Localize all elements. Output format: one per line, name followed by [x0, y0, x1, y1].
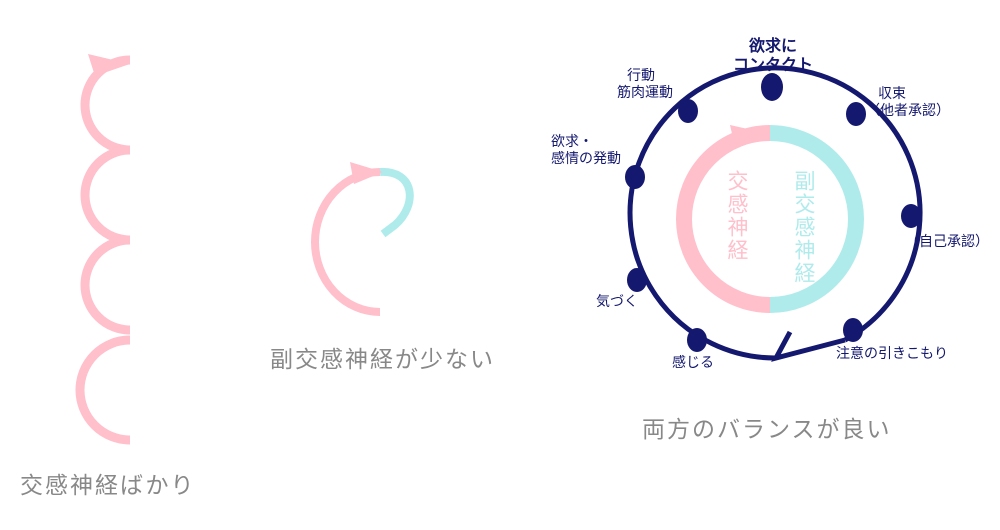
stage-action-line1: 行動: [627, 68, 655, 84]
marker-self-approval: [901, 204, 921, 228]
stage-action-line2: 筋肉運動: [617, 85, 673, 101]
stage-desire-line1: 欲求・: [551, 134, 593, 150]
stage-convergence-line1: 収束: [878, 86, 906, 102]
arrowhead-left: [88, 54, 130, 76]
marker-notice: [627, 268, 647, 292]
cycle-ring-tail: [771, 330, 846, 362]
sympathetic-half: [676, 125, 771, 313]
stage-withdrawal: 注意の引きこもり: [836, 346, 948, 362]
stage-notice: 気づく: [596, 294, 638, 310]
sympathetic-arc: [311, 168, 381, 316]
parasympathetic-label: 副交感神経: [792, 170, 816, 285]
arc-4: [75, 335, 131, 445]
stage-feel: 感じる: [672, 355, 714, 371]
stage-action: 行動 筋肉運動: [617, 68, 673, 102]
caption-balanced: 両方のバランスが良い: [642, 417, 892, 443]
stage-convergence: 収束 （他者承認）: [866, 86, 950, 120]
parasympathetic-arc: [379, 167, 414, 238]
low-parasympathetic-spiral: [311, 167, 414, 316]
caption-sympathetic-only: 交感神経ばかり: [20, 473, 196, 499]
sympathetic-only-spiral: [75, 55, 131, 445]
cycle-ring: [627, 65, 923, 361]
parasympathetic-half: [769, 125, 864, 313]
arc-1: [80, 55, 131, 155]
caption-low-parasympathetic: 副交感神経が少ない: [270, 347, 495, 373]
stage-contact-line2: コンタクト: [732, 55, 813, 74]
stage-markers: [625, 73, 921, 352]
marker-feel: [687, 328, 707, 352]
marker-desire: [625, 165, 645, 189]
stage-contact-line1: 欲求に: [748, 36, 797, 55]
stage-desire: 欲求・ 感情の発動: [551, 134, 621, 168]
marker-action: [678, 99, 698, 123]
marker-withdrawal: [843, 318, 863, 342]
stage-convergence-line2: （他者承認）: [866, 103, 950, 119]
inner-arrowhead: [730, 125, 770, 147]
arc-2: [80, 145, 131, 245]
sympathetic-label: 交感神経: [725, 170, 749, 262]
marker-convergence: [846, 102, 866, 126]
stage-contact: 欲求に コンタクト: [718, 36, 828, 74]
marker-contact: [761, 73, 783, 101]
stage-desire-line2: 感情の発動: [551, 151, 621, 167]
stage-self-approval: （自己承認）: [905, 234, 989, 250]
arc-3: [80, 235, 131, 335]
balanced-cycle: [625, 65, 923, 362]
arrowhead-middle: [350, 162, 383, 184]
